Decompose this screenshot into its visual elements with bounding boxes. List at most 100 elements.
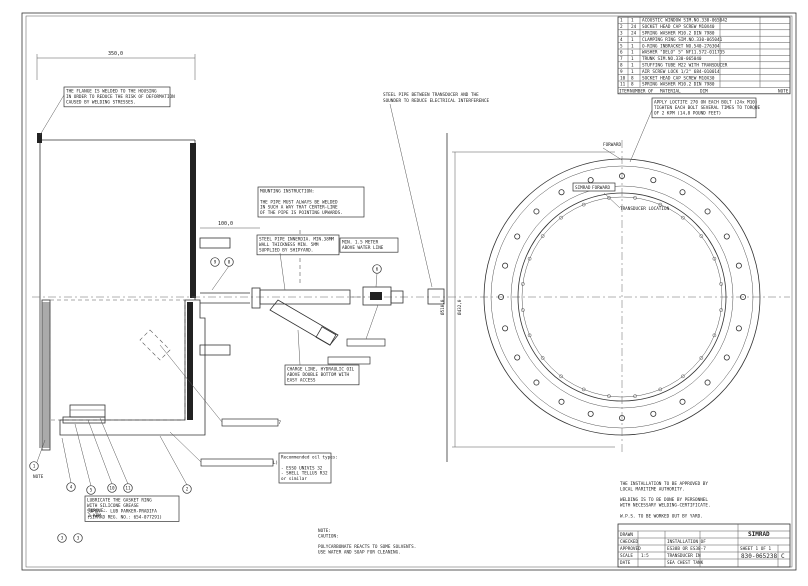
charge-line-note-line: CHARGE LINE, HYDRAULIC OIL bbox=[287, 367, 355, 373]
parts-row-qty: 1 bbox=[631, 63, 634, 69]
inner-hole bbox=[540, 356, 545, 360]
loctite-note-line: OF 2 KPM (14,8 POUND FEET) bbox=[654, 111, 721, 117]
revision: C bbox=[781, 553, 785, 560]
caution-note-line: CAUTION: bbox=[318, 533, 339, 539]
inner-hole bbox=[581, 387, 586, 392]
mounting-note-line: IN SUCH A WAY THAT CENTER-LINE bbox=[260, 205, 338, 211]
bolt-hole bbox=[619, 172, 626, 179]
balloon-label: 6 bbox=[376, 267, 379, 273]
inner-hole bbox=[712, 333, 717, 338]
bolt-hole bbox=[587, 177, 594, 184]
flange-note-line: THE FLANGE IS WELDED TO THE HOUSING bbox=[66, 89, 157, 95]
parts-row-desc: ACOUSTIC WINDOW SIM.NO.330-065042 bbox=[642, 18, 728, 24]
balloon-label: 10 bbox=[109, 486, 115, 492]
inner-hole bbox=[633, 196, 637, 200]
bolt-hole bbox=[533, 208, 540, 215]
bolt-hole bbox=[740, 293, 747, 300]
inner-hole bbox=[712, 256, 717, 261]
plan-view: Ø510,0 Ø432,0 bbox=[439, 133, 761, 462]
inner-hole bbox=[521, 308, 525, 312]
parts-row-desc: WASHER "DELO" 5" NF11.572-011735 bbox=[642, 50, 725, 56]
title-tag-checked: CHECKED bbox=[620, 539, 639, 545]
balloon-label: 5 bbox=[90, 488, 93, 494]
title-line-4: SEA CHEST TANK bbox=[667, 560, 704, 566]
approval-note-line: WELDING IS TO BE DONE BY PERSONNEL bbox=[620, 497, 708, 503]
caution-note-line: USE WATER AND SOAP FOR CLEANING. bbox=[318, 550, 401, 556]
bolt-hole bbox=[650, 177, 657, 184]
parts-row-qty: 8 bbox=[631, 82, 634, 88]
dim-pipe-length: 100,0 bbox=[218, 221, 233, 227]
note-label: NOTE bbox=[33, 474, 44, 480]
parts-row-item: 9 bbox=[620, 69, 623, 75]
parts-header-note: NOTE bbox=[778, 88, 789, 94]
parts-row-qty: 24 bbox=[631, 24, 637, 30]
bolt-hole bbox=[704, 379, 711, 386]
inner-hole bbox=[658, 387, 663, 392]
mounting-note-box bbox=[257, 186, 365, 218]
inner-hole bbox=[699, 356, 704, 360]
inner-hole bbox=[719, 308, 723, 312]
parts-row-qty: 1 bbox=[631, 50, 634, 56]
balloon-9 bbox=[210, 257, 220, 267]
parts-row-desc: SOCKET HEAD CAP SCREW M10X30 bbox=[642, 75, 715, 81]
oil-types-note-line: Recommended oil types: bbox=[281, 455, 338, 461]
bolt-hole bbox=[650, 410, 657, 417]
caution-note-line: POLYCARBONATE REACTS TO SOME SOLVENTS. bbox=[318, 544, 416, 550]
drawing-number: 830-065238 bbox=[741, 553, 778, 560]
steel-pipe-top-note-line: SOUNDER TO REDUCE ELECTRICAL INTERFERENC… bbox=[383, 98, 489, 104]
forward-label: FORWARD bbox=[603, 142, 622, 148]
parts-row-item: 3 bbox=[620, 31, 623, 37]
title-tag-approved: APPROVED bbox=[620, 546, 641, 552]
oil-types-note-line: - SHELL TELLUS R32 bbox=[281, 471, 328, 477]
dim-inner-diameter: Ø432,0 bbox=[456, 299, 463, 315]
min-water-note-box bbox=[339, 237, 399, 253]
min-water-note-line: MIN. 1.5 METER bbox=[342, 240, 379, 246]
inner-hole bbox=[540, 234, 545, 238]
bolt-hole bbox=[723, 233, 730, 240]
parts-row-desc: TRUNK SIM.NO.330-065040 bbox=[642, 56, 702, 62]
parts-row-desc: CLAMPING RING SIM.NO.330-065041 bbox=[642, 37, 723, 43]
parts-row-qty: 24 bbox=[631, 31, 637, 37]
charge-line-note-line: ABOVE DOUBLE BOTTOM WITH bbox=[287, 372, 349, 378]
min-water-note-line: ABOVE WATER LINE bbox=[342, 245, 384, 251]
inner-hole bbox=[559, 374, 563, 379]
approval-note-line: W.P.S. TO BE WORKED OUT BY YARD. bbox=[620, 513, 703, 519]
lubricate-note-line: SUPER -- LUB PARKER-PRADIFA bbox=[87, 509, 157, 515]
parts-row-item: 11 bbox=[620, 82, 626, 88]
mounting-note-line: MOUNTING INSTRUCTION: bbox=[260, 189, 314, 195]
loctite-note-box bbox=[651, 97, 757, 119]
oil-types-note-box bbox=[278, 452, 332, 484]
parts-row-item: 6 bbox=[620, 50, 623, 56]
inner-hole bbox=[527, 256, 532, 261]
balloon-label: 9 bbox=[214, 260, 217, 266]
bolt-hole bbox=[735, 325, 742, 332]
bolt-hole bbox=[514, 233, 521, 240]
inner-hole bbox=[719, 282, 723, 286]
parts-header-number-of: NUMBER OF bbox=[630, 88, 654, 94]
loctite-note-line: TIGHTEN EACH BOLT SEVERAL TIMES TO TORQU… bbox=[654, 105, 760, 111]
approval-note-line: LOCAL MARITIME AUTHORITY. bbox=[620, 486, 685, 492]
bolt-hole bbox=[679, 398, 686, 405]
inner-hole bbox=[581, 202, 586, 207]
inner-hole bbox=[681, 374, 685, 379]
parts-row-qty: 1 bbox=[631, 56, 634, 62]
title-tag-scale: SCALE bbox=[620, 553, 633, 559]
parts-header-material: MATERIAL bbox=[660, 88, 681, 94]
parts-row-qty: 1 bbox=[631, 18, 634, 24]
title-scale: 1:5 bbox=[641, 553, 649, 559]
title-line-2: ES38B OR ES38-7 bbox=[667, 546, 706, 552]
sheet-number: SHEET 1 OF 1 bbox=[740, 546, 771, 552]
inner-hole bbox=[681, 215, 685, 220]
lubricate-note-line: WITH SILICONE GREASE bbox=[87, 503, 139, 509]
steel-pipe-note-line: STEEL PIPE INNERDIA. MIN.38MM bbox=[259, 237, 334, 243]
title-line-3: TRANSDUCER IN bbox=[667, 553, 701, 559]
torque-note-line: 2 KPM bbox=[88, 513, 101, 519]
inner-hole bbox=[658, 202, 663, 207]
steel-pipe-note-box bbox=[256, 234, 340, 256]
parts-row-qty: 8 bbox=[631, 75, 634, 81]
bolt-hole bbox=[558, 189, 565, 196]
parts-row-item: 2 bbox=[620, 24, 623, 30]
